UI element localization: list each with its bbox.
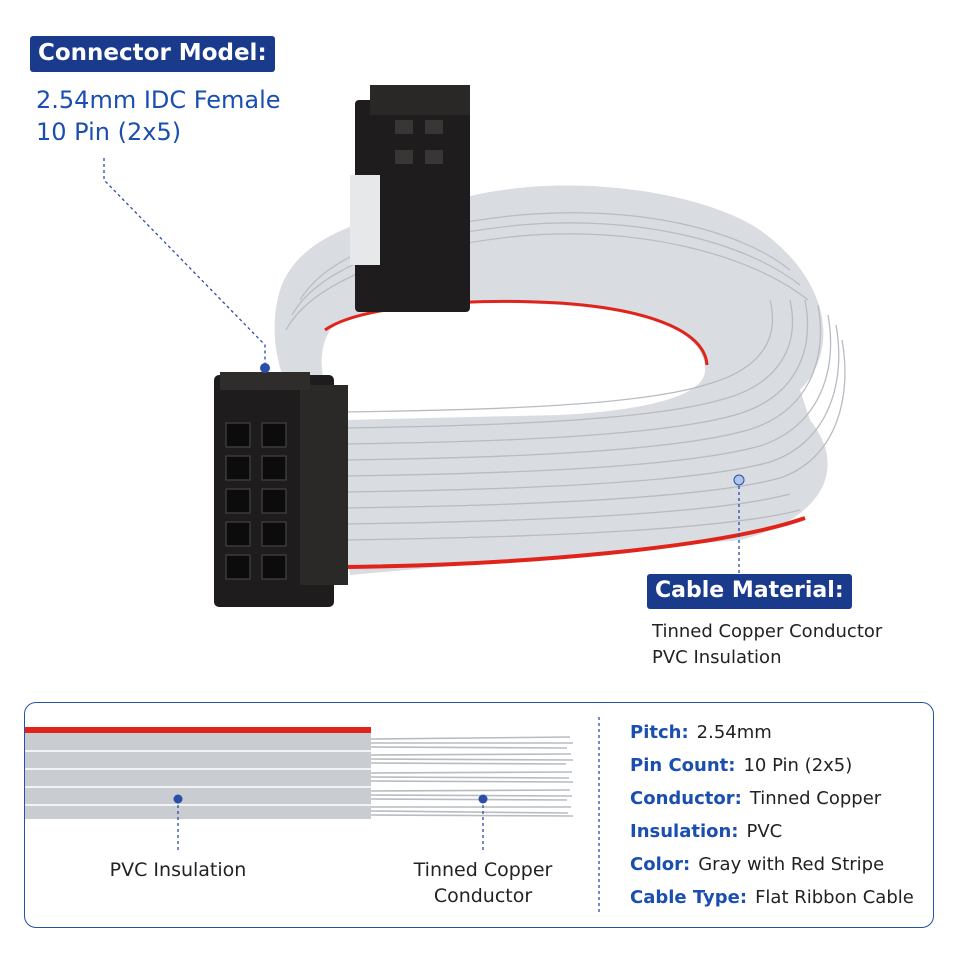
spec-panel bbox=[24, 702, 934, 928]
spec-pitch-value: 2.54mm bbox=[696, 722, 772, 743]
tinned-copper-strands bbox=[370, 736, 574, 817]
connector-model-line1: 2.54mm IDC Female bbox=[36, 86, 281, 114]
spec-color-value: Gray with Red Stripe bbox=[698, 854, 885, 875]
spec-cable-type: Cable Type: Flat Ribbon Cable bbox=[630, 887, 914, 908]
spec-insulation: Insulation: PVC bbox=[630, 821, 782, 842]
spec-insulation-key: Insulation: bbox=[630, 821, 739, 842]
spec-pin-count-key: Pin Count: bbox=[630, 755, 736, 776]
spec-cable-type-key: Cable Type: bbox=[630, 887, 748, 908]
spec-conductor-key: Conductor: bbox=[630, 788, 742, 809]
connector-leader bbox=[103, 158, 270, 373]
front-idc-connector bbox=[214, 372, 348, 607]
connector-model-heading: Connector Model: bbox=[30, 36, 275, 72]
cable-material-line1: Tinned Copper Conductor bbox=[652, 621, 883, 642]
spec-pin-count: Pin Count: 10 Pin (2x5) bbox=[630, 755, 852, 776]
cable-material-line2: PVC Insulation bbox=[652, 647, 782, 668]
spec-pitch: Pitch: 2.54mm bbox=[630, 722, 772, 743]
tinned-copper-caption-line1: Tinned Copper bbox=[413, 859, 553, 881]
spec-conductor-value: Tinned Copper bbox=[749, 788, 882, 809]
cable-cross-section bbox=[25, 717, 600, 915]
spec-color: Color: Gray with Red Stripe bbox=[630, 854, 884, 875]
spec-pin-count-value: 10 Pin (2x5) bbox=[743, 755, 853, 776]
cable-material-heading: Cable Material: bbox=[647, 574, 852, 609]
spec-pitch-key: Pitch: bbox=[630, 722, 689, 743]
tinned-copper-caption-line2: Conductor bbox=[433, 885, 533, 907]
spec-color-key: Color: bbox=[630, 854, 691, 875]
spec-conductor: Conductor: Tinned Copper bbox=[630, 788, 881, 809]
connector-model-line2: 10 Pin (2x5) bbox=[36, 118, 182, 146]
spec-insulation-value: PVC bbox=[746, 821, 783, 842]
spec-cable-type-value: Flat Ribbon Cable bbox=[755, 887, 914, 908]
cable-leader bbox=[733, 474, 745, 575]
ribbon-cable-illustration bbox=[103, 85, 846, 607]
pvc-insulation-caption: PVC Insulation bbox=[109, 859, 247, 881]
back-idc-connector bbox=[350, 85, 470, 312]
